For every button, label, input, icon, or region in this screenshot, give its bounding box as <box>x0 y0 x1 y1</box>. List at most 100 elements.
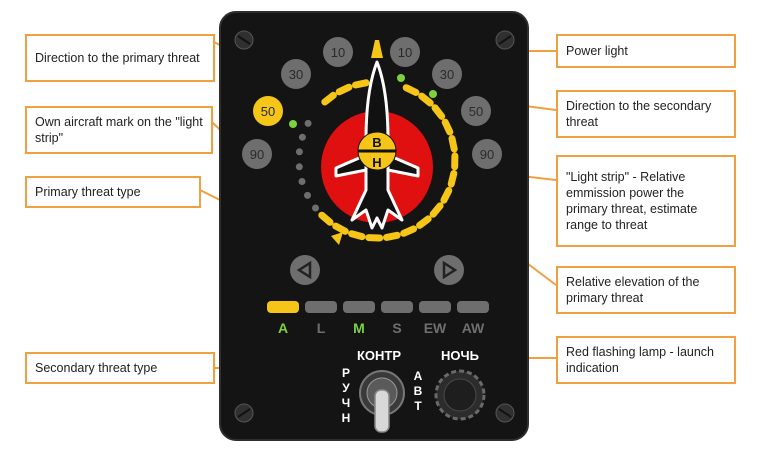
light-strip-segment <box>383 231 401 241</box>
bearing-left-10 <box>323 37 353 67</box>
threat-type-bars <box>267 301 489 313</box>
bearing-right-50-label: 50 <box>469 104 483 119</box>
light-strip-segment <box>418 92 434 107</box>
power-light <box>371 40 383 58</box>
callout-secondary-direction-text: Direction to the secondary threat <box>566 99 712 129</box>
secondary-threat-dot <box>397 74 405 82</box>
callout-power-light: Power light <box>556 34 736 68</box>
bearing-indicators: 10 30 50 90 10 30 50 90 <box>242 37 502 169</box>
elevation-indicator: В Н <box>357 131 397 171</box>
ruchn-letter-4: Н <box>342 411 351 425</box>
callout-launch: Red flashing lamp - launch indication <box>556 336 736 384</box>
light-strip <box>295 79 459 242</box>
light-strip-dot <box>312 204 319 212</box>
night-mode-knob[interactable] <box>434 369 486 421</box>
callout-primary-direction: Direction to the primary threat <box>25 34 215 82</box>
bearing-left-50 <box>253 96 283 126</box>
light-strip-segment <box>429 202 444 218</box>
light-strip-segment <box>348 230 366 241</box>
callout-primary-direction-text: Direction to the primary threat <box>35 51 200 65</box>
elevation-upper-label: В <box>372 135 381 150</box>
type-bar-l <box>305 301 337 313</box>
callout-power-light-text: Power light <box>566 44 628 58</box>
avt-letter-2: В <box>414 384 423 398</box>
callout-light-strip: "Light strip" - Relative emmission power… <box>556 155 736 247</box>
ruchn-letter-2: У <box>342 381 350 395</box>
left-arrow-indicator <box>290 255 320 285</box>
right-arrow-icon <box>442 260 458 280</box>
type-label-ew: EW <box>424 320 447 336</box>
bearing-left-10-label: 10 <box>331 45 345 60</box>
bearing-left-50-label: 50 <box>261 104 275 119</box>
type-bar-a <box>267 301 299 313</box>
light-strip-dot <box>304 191 311 199</box>
ruchn-letter-1: Р <box>342 366 350 380</box>
callout-primary-type: Primary threat type <box>25 176 201 208</box>
bearing-left-90-label: 90 <box>250 147 264 162</box>
light-strip-dot <box>304 119 312 127</box>
light-strip-segment <box>402 84 420 96</box>
light-strip-segment <box>448 135 458 153</box>
type-bar-m <box>343 301 375 313</box>
toggle-lever[interactable] <box>374 389 390 433</box>
type-label-s: S <box>392 320 401 336</box>
callout-secondary-direction: Direction to the secondary threat <box>556 90 736 138</box>
light-strip-segment <box>352 79 370 89</box>
callout-light-strip-text: "Light strip" - Relative emmission power… <box>566 170 698 232</box>
callout-launch-text: Red flashing lamp - launch indication <box>566 345 714 375</box>
light-strip-segment <box>431 104 446 120</box>
light-strip-dot <box>295 163 303 171</box>
secondary-direction-dot <box>429 90 437 98</box>
light-strip-segment <box>400 225 418 237</box>
mode-toggle-switch[interactable] <box>359 370 405 433</box>
type-bar-aw <box>457 301 489 313</box>
threat-type-labels: A L M S EW AW <box>278 320 485 336</box>
callout-primary-type-text: Primary threat type <box>35 185 141 199</box>
light-strip-segment <box>321 91 337 106</box>
callout-elevation: Relative elevation of the primary threat <box>556 266 736 314</box>
left-arrow-icon <box>296 260 312 280</box>
bearing-left-30-label: 30 <box>289 67 303 82</box>
noch-label: НОЧЬ <box>441 348 479 363</box>
type-label-m: M <box>353 320 365 336</box>
bearing-right-90-label: 90 <box>480 147 494 162</box>
callout-own-aircraft-text: Own aircraft mark on the "light strip" <box>35 115 203 145</box>
ruchn-label: Р У Ч Н <box>342 366 351 425</box>
light-strip-dot <box>295 148 303 156</box>
callout-secondary-type-text: Secondary threat type <box>35 361 158 375</box>
own-aircraft-mark <box>331 232 343 245</box>
light-strip-segment <box>440 187 453 204</box>
bearing-right-10 <box>390 37 420 67</box>
type-label-a: A <box>278 320 288 336</box>
bearing-right-90 <box>472 139 502 169</box>
light-strip-segment <box>447 170 458 188</box>
bearing-right-30-label: 30 <box>440 67 454 82</box>
callout-secondary-type: Secondary threat type <box>25 352 215 384</box>
bearing-left-90 <box>242 139 272 169</box>
avt-letter-1: А <box>414 369 423 383</box>
callout-elevation-text: Relative elevation of the primary threat <box>566 275 700 305</box>
kontr-label: КОНТР <box>357 348 401 363</box>
avt-letter-3: Т <box>414 399 422 413</box>
ruchn-letter-3: Ч <box>342 396 350 410</box>
light-strip-segment <box>318 211 334 226</box>
light-strip-dot <box>298 133 306 141</box>
bearing-right-50 <box>461 96 491 126</box>
elevation-lower-label: Н <box>372 155 381 170</box>
avt-label: А В Т <box>414 369 423 413</box>
bearing-right-10-label: 10 <box>398 45 412 60</box>
light-strip-segment <box>441 118 454 136</box>
light-strip-segment <box>335 83 353 96</box>
type-label-aw: AW <box>462 320 485 336</box>
secondary-left-dot <box>289 120 297 128</box>
type-bar-s <box>381 301 413 313</box>
light-strip-dot <box>298 178 306 185</box>
bearing-right-30 <box>432 59 462 89</box>
type-label-l: L <box>317 320 326 336</box>
callout-own-aircraft: Own aircraft mark on the "light strip" <box>25 106 213 154</box>
light-strip-segment <box>416 215 432 229</box>
bearing-left-30 <box>281 59 311 89</box>
light-strip-segment <box>332 222 349 235</box>
screw-group <box>234 30 515 423</box>
